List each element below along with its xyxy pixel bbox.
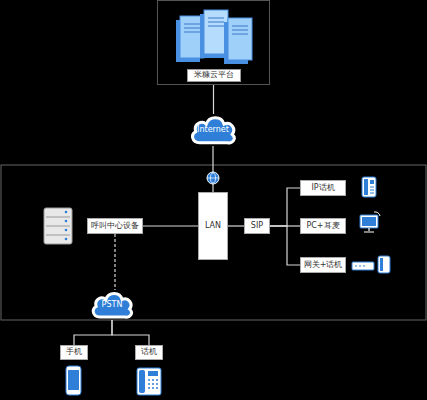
node-label: PSTN: [102, 301, 123, 310]
platform-frame: 米糠云平台: [157, 0, 270, 85]
gateway-phone-icon: [352, 256, 390, 273]
server-stripes: [184, 18, 248, 34]
gateway-leds: [355, 266, 365, 267]
mobile-body: [66, 366, 81, 395]
connector-line: [270, 226, 300, 265]
server-tower: [204, 10, 228, 54]
lan-area-frame: [1, 165, 426, 320]
mobile-icon: [66, 366, 81, 395]
rack-led: [65, 238, 68, 241]
server-tower: [228, 18, 252, 60]
endpoint-box: IP话机: [300, 180, 346, 196]
monitor-stand: [364, 228, 374, 232]
phone-screen: [148, 371, 158, 376]
globe-circle: [207, 172, 219, 184]
desk-phone-icon: [137, 368, 161, 395]
switch-box: LAN: [198, 192, 228, 260]
monitor: [360, 215, 378, 228]
endpoint-box: 手机: [60, 345, 88, 360]
connector-line: [74, 320, 112, 345]
server-tower: [200, 14, 224, 58]
server-tower: [176, 20, 200, 62]
node-label: 网关+话机: [304, 261, 343, 270]
rack-led: [65, 211, 68, 214]
node-label: Internet: [197, 126, 229, 135]
connector-line: [143, 225, 198, 226]
phone-handset: [364, 179, 368, 195]
node-label: 米糠云平台: [187, 69, 241, 82]
connector-line: [270, 225, 300, 226]
pc-icon: [360, 212, 380, 232]
globe-icon: [207, 172, 219, 184]
mobile-screen: [68, 370, 79, 390]
phone-keys: [148, 380, 158, 388]
node-label: IP话机: [311, 184, 334, 193]
phone-body: [378, 256, 390, 273]
node-label: LAN: [205, 222, 221, 231]
connector-line: [112, 320, 149, 345]
server-tower: [180, 16, 204, 58]
endpoint-box: 网关+话机: [300, 257, 346, 273]
network-cloud: PSTN: [90, 290, 134, 320]
ip-phone-icon: [362, 177, 376, 197]
rack-slots: [46, 217, 70, 235]
connector-line: [213, 85, 214, 114]
gateway-box: [352, 262, 374, 270]
endpoint-box: 话机: [135, 345, 163, 360]
rack-led: [65, 220, 68, 223]
rack-body: [44, 208, 72, 244]
phone-keys: [370, 187, 374, 193]
cloud-outline: [93, 294, 131, 318]
rack-led: [65, 229, 68, 232]
phone-body: [362, 177, 376, 197]
node-label: 呼叫中心设备: [91, 222, 139, 231]
phone-body: [137, 368, 161, 395]
node-label: 手机: [66, 348, 82, 357]
cloud-outline: [193, 118, 235, 143]
node-label: PC+耳麦: [306, 222, 339, 231]
globe-equator: [207, 178, 219, 179]
phone-handset: [380, 258, 383, 271]
connector-line: [212, 146, 213, 192]
connector-line: [270, 188, 300, 226]
network-cloud: Internet: [189, 114, 237, 146]
connector-line: [114, 234, 115, 290]
phone-screen: [370, 180, 374, 184]
globe-meridian: [211, 173, 216, 183]
protocol-box: SIP: [244, 218, 270, 234]
server-rack-icon: [44, 208, 72, 244]
phone-handset: [139, 370, 145, 393]
endpoint-box: PC+耳麦: [300, 218, 346, 234]
node-label: 话机: [141, 348, 157, 357]
monitor-screen: [362, 217, 376, 226]
cloud-servers-icon: [176, 10, 252, 64]
headset: [374, 212, 380, 216]
connector-line: [228, 225, 244, 226]
device-box: 呼叫中心设备: [87, 218, 143, 234]
server-tower: [224, 22, 248, 64]
node-label: SIP: [251, 222, 263, 231]
